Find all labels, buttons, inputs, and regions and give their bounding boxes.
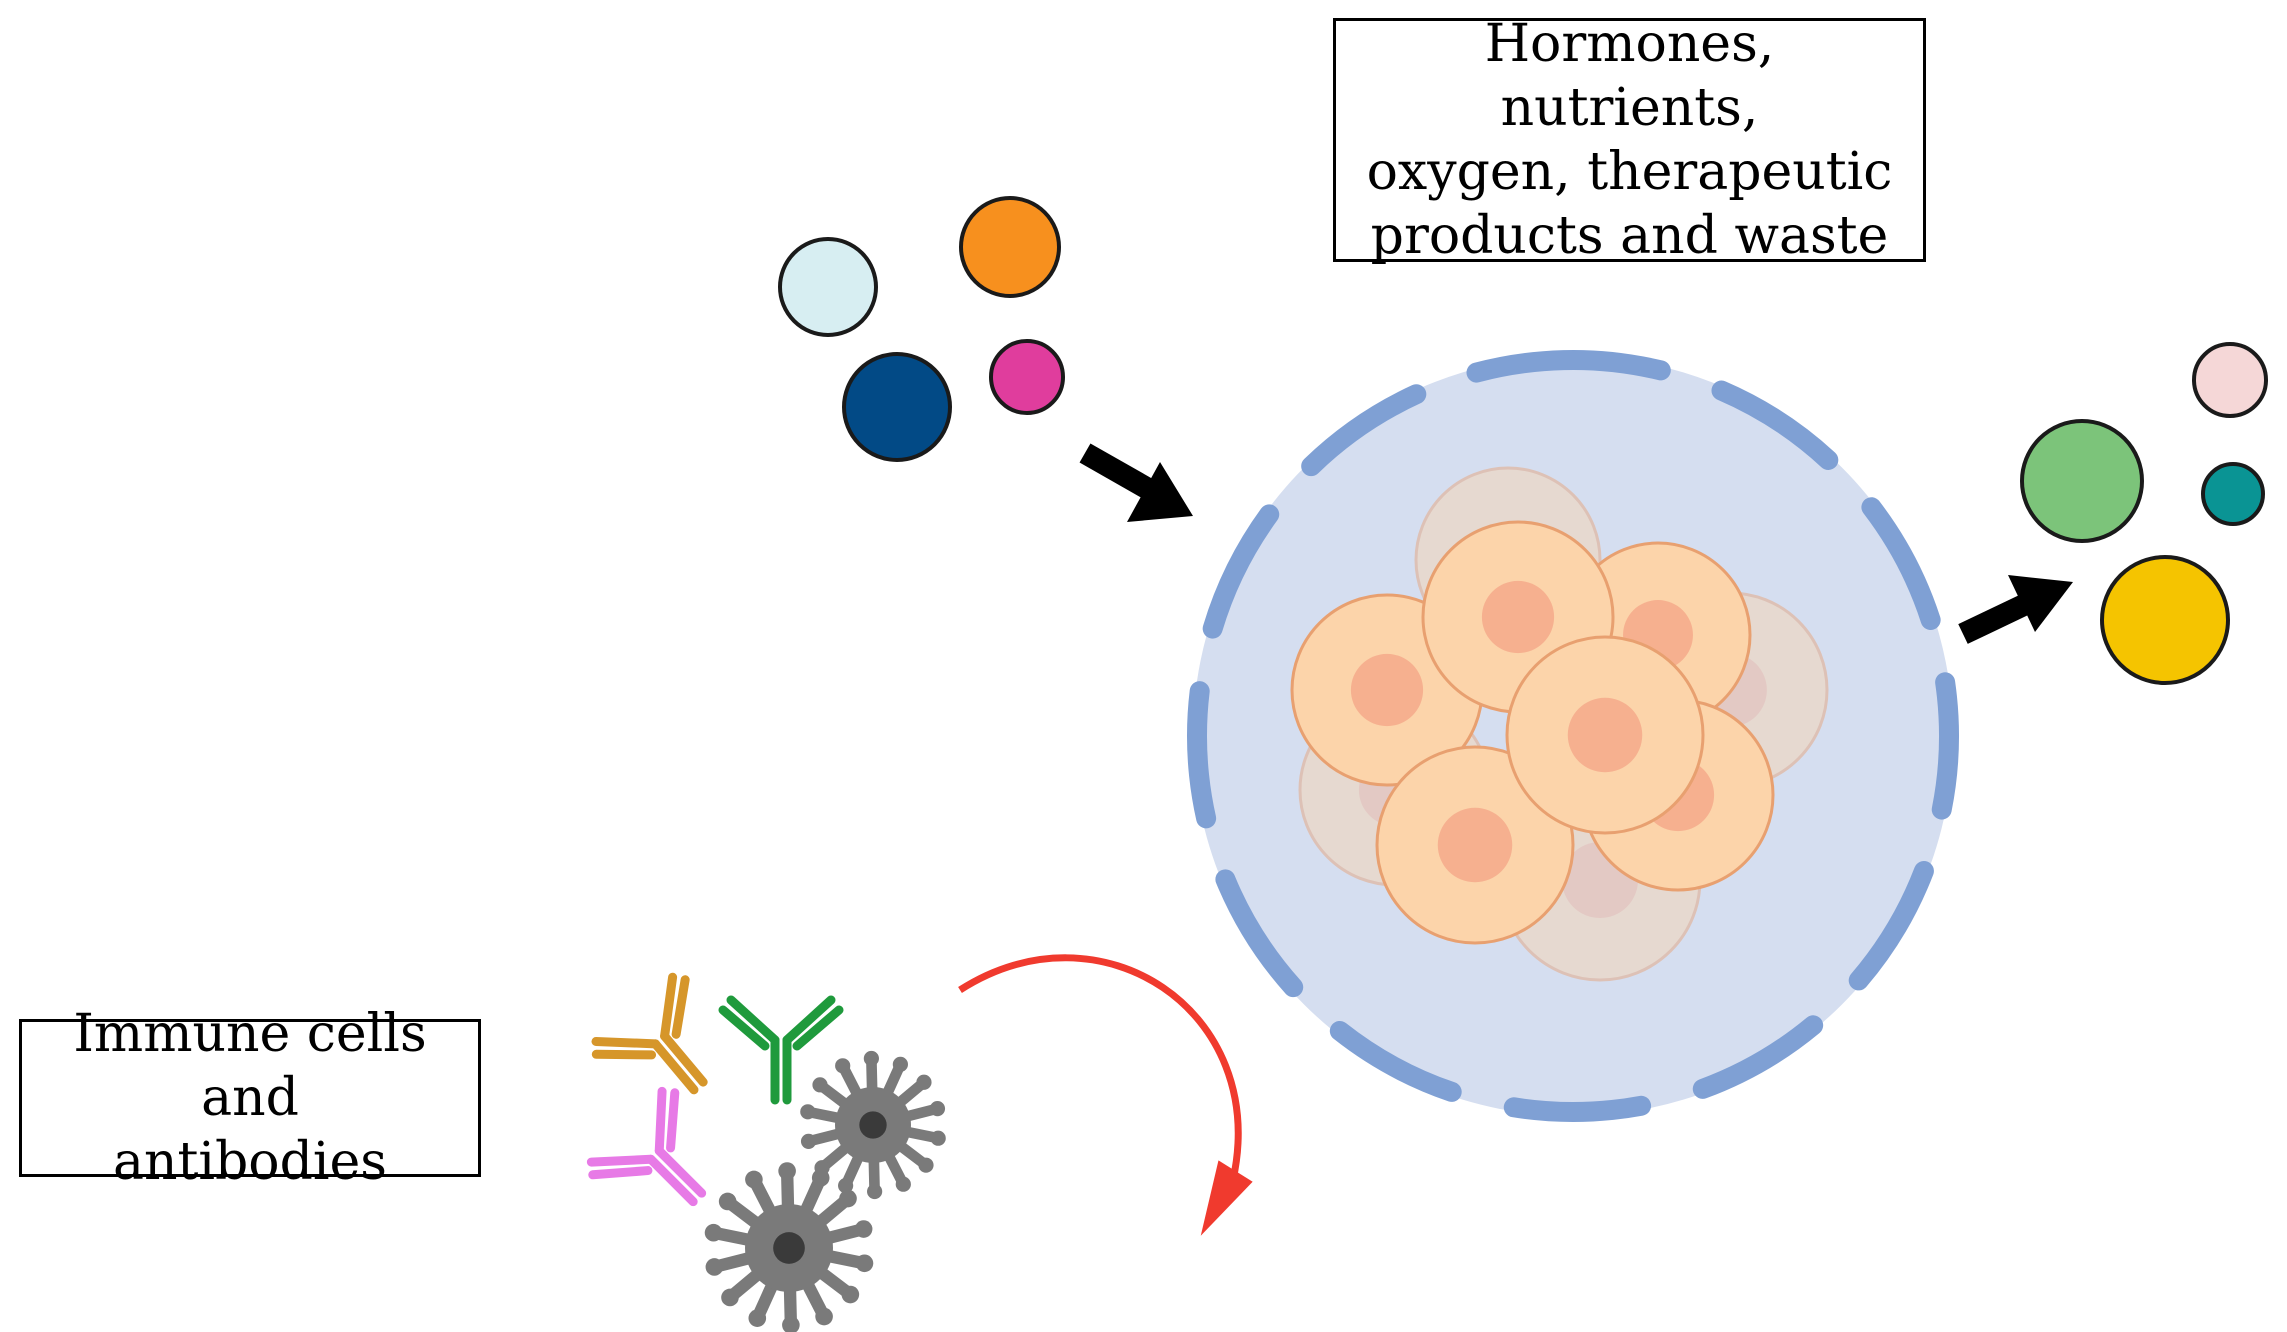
immune-label-box: Immune cells and antibodies (19, 1004, 481, 1192)
inputs-label-box: Hormones, nutrients, oxygen, therapeutic… (1333, 14, 1926, 266)
immune-cell-icon (800, 1050, 946, 1200)
cell (1505, 635, 1705, 835)
incoming-molecules (778, 196, 1065, 462)
orange-antibody-icon (591, 972, 708, 1095)
inputs-label-line-2: oxygen, therapeutic (1366, 142, 1893, 202)
immune-cell-icon (704, 1162, 874, 1332)
immune-cells (704, 1050, 946, 1332)
outgoing-molecules (2020, 342, 2268, 685)
inputs-label-line-3: products and waste (1370, 206, 1889, 266)
light-blue-molecule (778, 237, 878, 337)
cell (1375, 745, 1575, 945)
outward-arrow (1958, 575, 2073, 644)
antibodies (586, 972, 844, 1207)
green-molecule (2020, 419, 2144, 543)
pink-antibody-icon (586, 1086, 707, 1207)
orange-molecule (959, 196, 1061, 298)
blocked-immune-arrow (958, 954, 1253, 1236)
encapsulated-cell-cluster (1290, 466, 1829, 982)
pale-pink-molecule (2192, 342, 2268, 418)
green-antibody-icon (718, 995, 844, 1105)
dark-blue-molecule (842, 352, 952, 462)
immune-label-line-2: antibodies (113, 1132, 387, 1192)
teal-molecule (2201, 462, 2265, 526)
magenta-molecule (989, 339, 1065, 415)
yellow-molecule (2100, 555, 2230, 685)
immune-label-line-1: Immune cells and (73, 1004, 427, 1128)
inward-arrow (1079, 443, 1193, 522)
inputs-label-line-1: Hormones, nutrients, (1484, 14, 1775, 138)
